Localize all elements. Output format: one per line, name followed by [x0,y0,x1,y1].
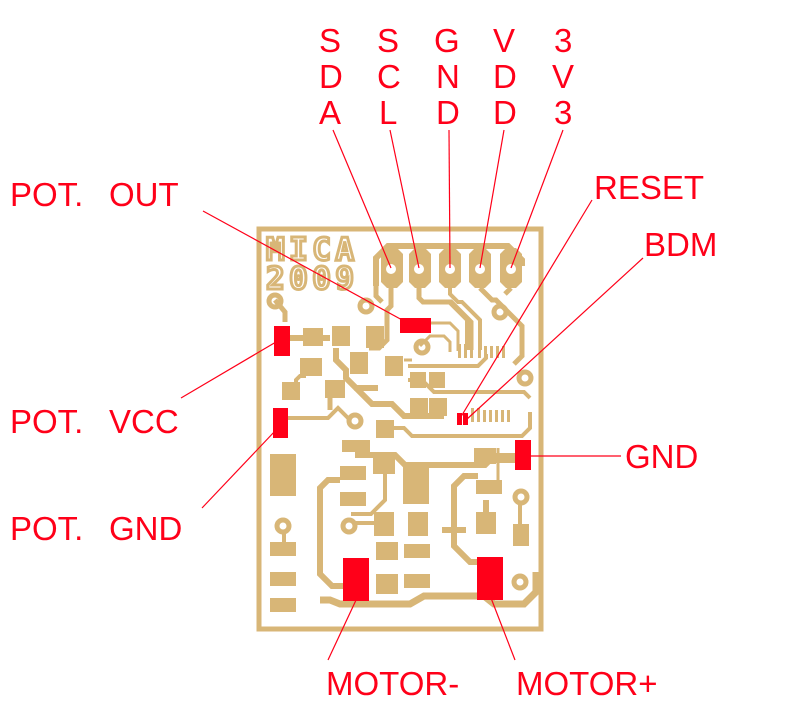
leader-scl [389,129,420,269]
label-vdd: V D D [493,22,517,131]
board-outline [256,226,544,632]
leader-sda [332,129,392,269]
svg-text:V: V [493,22,515,59]
pad-bdm[interactable] [463,413,468,425]
label-sda: S D A [319,22,343,131]
label-gnd-header: G N D [434,22,460,131]
svg-text:L: L [379,94,397,131]
svg-text:S: S [377,22,399,59]
svg-text:C: C [377,58,401,95]
label-pot-vcc: POT. VCC [10,403,179,440]
leader-lines [180,129,644,661]
pad-motor-minus[interactable] [343,558,369,601]
svg-text:D: D [319,58,343,95]
label-pot-out: POT. OUT [10,176,179,213]
svg-text:D: D [436,94,460,131]
label-motor-plus: MOTOR+ [516,665,658,702]
label-gnd: GND [625,438,698,475]
pad-pot-vcc[interactable] [274,326,290,356]
label-3v3: 3 V 3 [552,22,574,131]
leader-vdd [479,129,505,269]
label-scl: S C L [377,22,401,131]
leader-pot-gnd [201,429,277,509]
svg-text:G: G [434,22,460,59]
top-labels: S D A S C L G N D V D D 3 V 3 [319,22,574,131]
label-pot-gnd: POT. GND [10,510,182,547]
svg-text:D: D [493,94,517,131]
pad-pot-gnd[interactable] [273,408,288,438]
leader-bdm [465,257,644,421]
leader-3v3 [510,129,564,269]
svg-text:D: D [493,58,517,95]
svg-text:N: N [436,58,460,95]
svg-text:3: 3 [554,94,572,131]
label-reset: RESET [594,169,704,206]
label-motor-minus: MOTOR- [326,665,459,702]
pad-pot-out[interactable] [400,318,431,333]
svg-text:A: A [319,94,341,131]
pad-gnd[interactable] [515,440,531,470]
leader-gnd-header [448,129,451,269]
leader-pot-vcc [180,341,277,399]
svg-text:S: S [319,22,341,59]
svg-text:V: V [552,58,574,95]
highlighted-pads [273,318,531,601]
vias [266,292,534,591]
leader-motor-plus [490,597,516,661]
silkscreen-2009: 2009 [266,261,354,297]
smd-pads [270,326,529,612]
leader-motor-minus [327,597,358,661]
pad-motor-plus[interactable] [477,557,503,600]
label-bdm: BDM [644,226,717,263]
leader-pot-out [202,210,405,322]
header-holes [386,264,516,274]
leader-reset [458,199,593,421]
svg-text:3: 3 [554,22,572,59]
